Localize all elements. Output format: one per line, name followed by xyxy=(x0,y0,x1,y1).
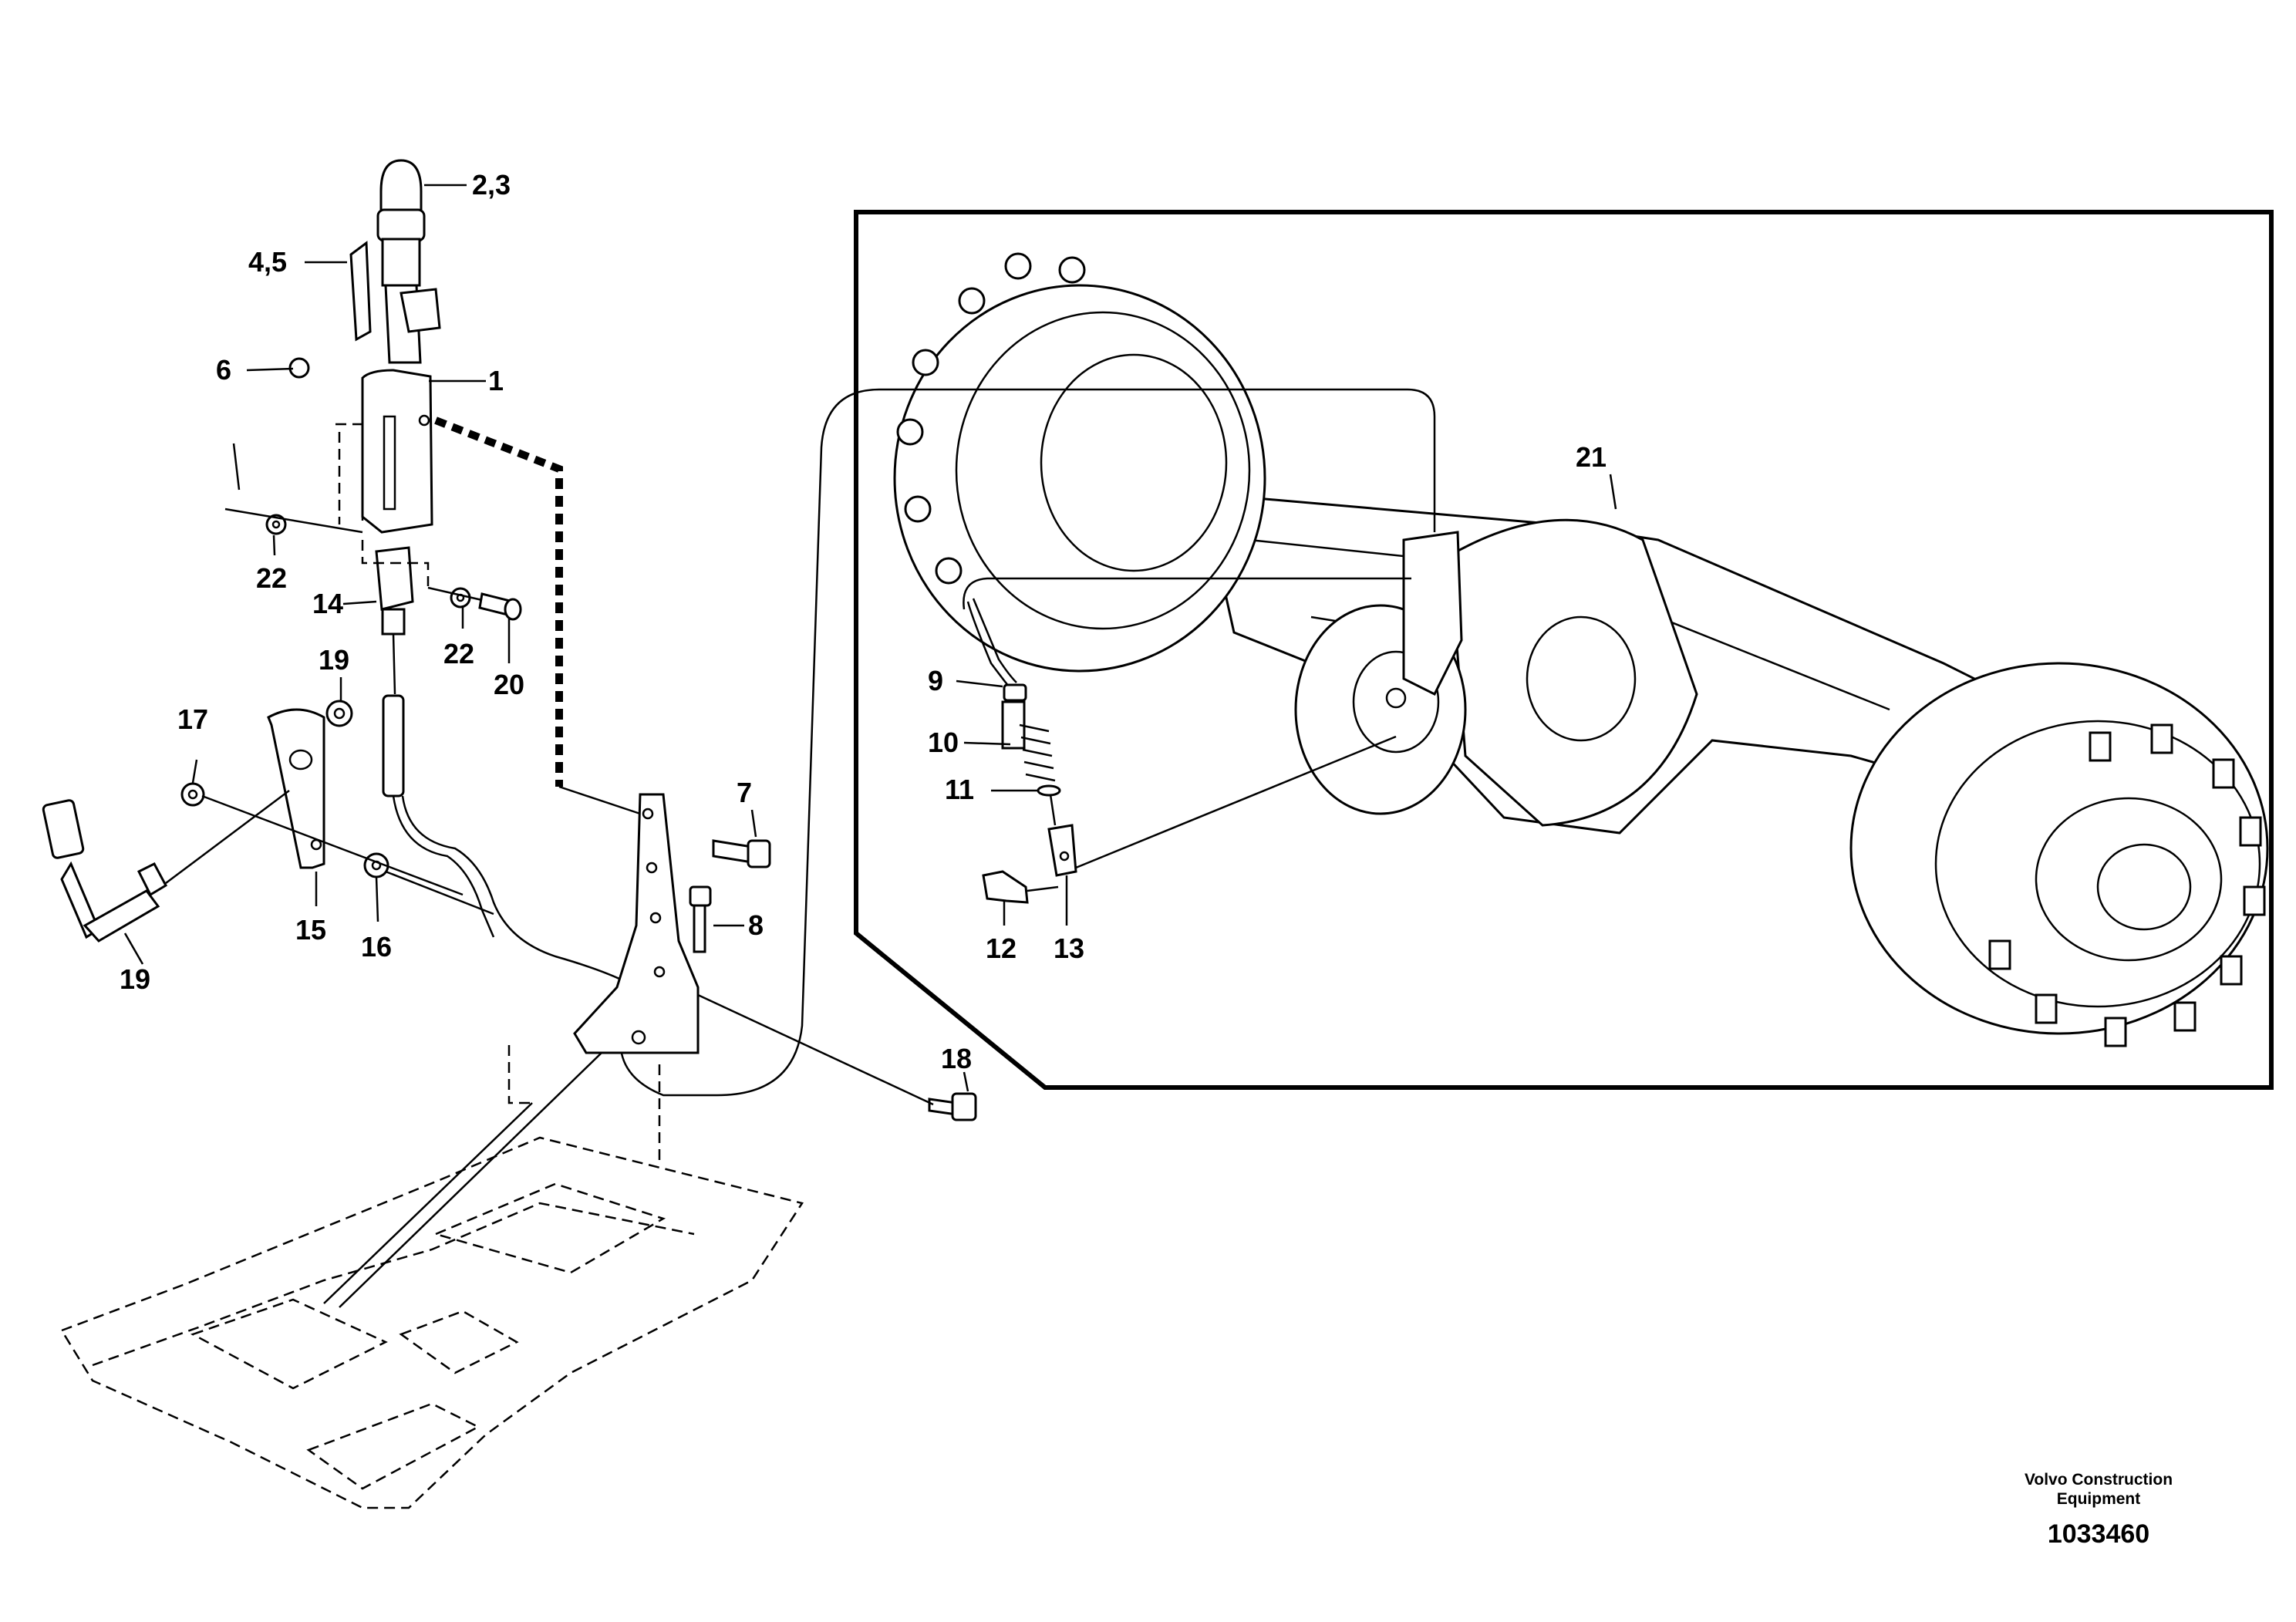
callout-6: 6 xyxy=(216,354,231,386)
callout-21: 21 xyxy=(1576,441,1607,473)
callout-12: 12 xyxy=(986,932,1017,964)
callout-9: 9 xyxy=(928,665,943,696)
callout-11: 11 xyxy=(945,774,974,805)
callout-leaders xyxy=(123,184,1617,1092)
callout-19-bottom: 19 xyxy=(120,963,150,995)
axle-assembly xyxy=(893,252,2269,1047)
callout-13: 13 xyxy=(1054,932,1084,964)
detail-link-loop xyxy=(619,388,1436,1097)
callout-labels: 1 2,3 4,5 6 7 8 9 10 11 12 13 14 15 16 1… xyxy=(120,169,1607,1074)
callout-20: 20 xyxy=(494,669,524,700)
document-number: 1033460 xyxy=(2048,1519,2149,1549)
callout-22-upper: 22 xyxy=(256,562,287,594)
callout-22-lower: 22 xyxy=(443,638,474,669)
axle-detail-frame xyxy=(854,210,2274,1090)
brand-line-2: Equipment xyxy=(2057,1490,2141,1508)
callout-1: 1 xyxy=(488,365,504,396)
callout-15: 15 xyxy=(295,914,326,946)
callout-19-top: 19 xyxy=(319,644,349,676)
callout-16: 16 xyxy=(361,931,392,963)
left-hub-studs xyxy=(896,252,1086,585)
cab-floor xyxy=(60,1045,804,1509)
callout-10: 10 xyxy=(928,727,959,758)
callout-4-5: 4,5 xyxy=(248,246,287,278)
brake-lever-assembly xyxy=(42,159,977,1121)
callout-18: 18 xyxy=(941,1043,972,1074)
callout-2-3: 2,3 xyxy=(472,169,511,201)
callout-17: 17 xyxy=(177,703,208,735)
callout-7: 7 xyxy=(737,777,752,808)
right-hub-studs xyxy=(1988,723,2266,1047)
spring xyxy=(1019,723,1056,782)
footer: Volvo Construction Equipment 1033460 xyxy=(2025,1471,2173,1549)
callout-8: 8 xyxy=(748,909,764,941)
cable-end-parts xyxy=(966,598,1397,904)
brand-line-1: Volvo Construction xyxy=(2025,1471,2173,1489)
callout-14: 14 xyxy=(312,588,343,619)
